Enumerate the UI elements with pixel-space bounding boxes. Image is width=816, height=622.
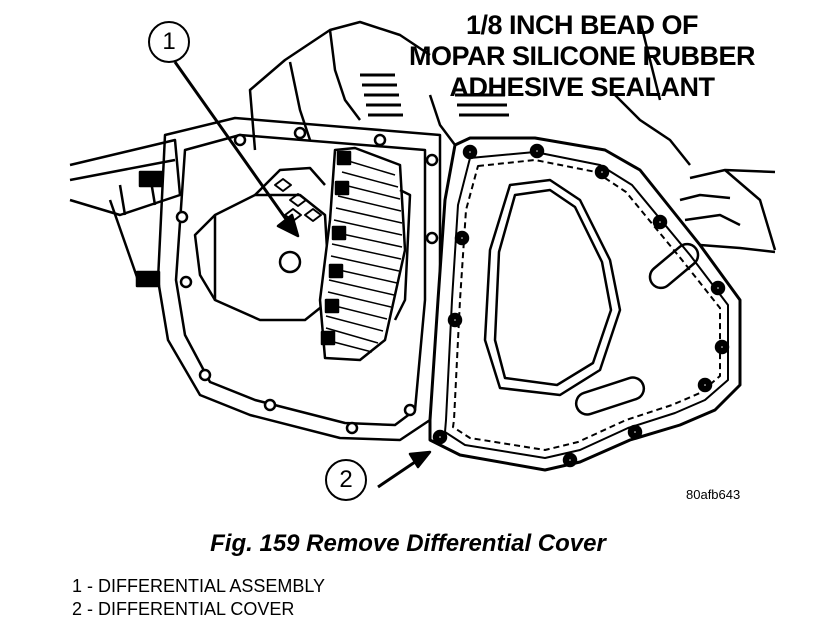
callout-2-leader: [377, 450, 432, 489]
sealant-annotation-line-3: ADHESIVE SEALANT: [449, 72, 715, 102]
upper-housing: [248, 19, 691, 166]
sealant-annotation-line-1: 1/8 INCH BEAD OF: [465, 10, 699, 40]
legend: 1 - DIFFERENTIAL ASSEMBLY 2 - DIFFERENTI…: [72, 575, 325, 621]
differential-cover: [428, 136, 742, 472]
housing-flange: [156, 116, 442, 442]
axle-tube: [69, 138, 182, 288]
sealant-annotation-line-2: MOPAR SILICONE RUBBER: [408, 41, 756, 71]
legend-item: 2 - DIFFERENTIAL COVER: [72, 599, 295, 619]
callout-1-leader: [173, 61, 300, 238]
hand: [679, 168, 777, 254]
differential-case: [193, 166, 332, 322]
callout-1: 1: [148, 21, 190, 63]
sealant-annotation: 1/8 INCH BEAD OF MOPAR SILICONE RUBBER A…: [392, 10, 772, 103]
image-code: 80afb643: [686, 487, 741, 502]
legend-item: 1 - DIFFERENTIAL ASSEMBLY: [72, 576, 326, 596]
figure-caption: Fig. 159 Remove Differential Cover: [210, 530, 606, 557]
callout-2: 2: [325, 459, 367, 501]
ring-gear: [318, 146, 412, 362]
